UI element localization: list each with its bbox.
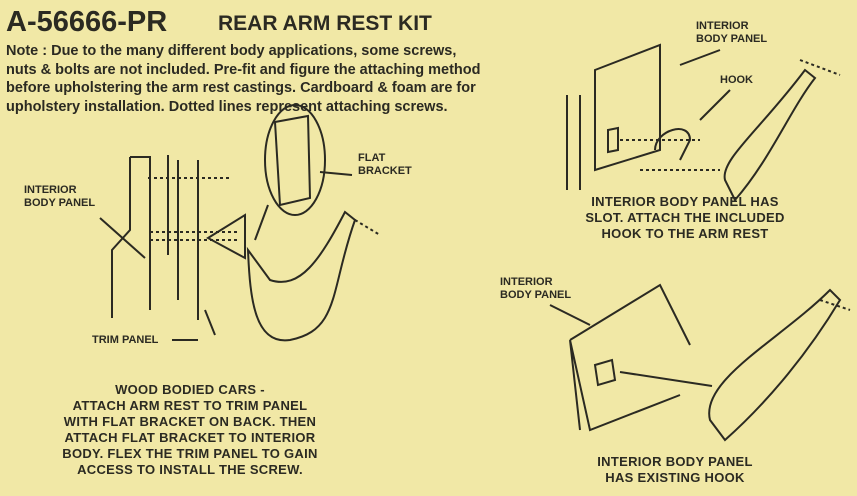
- label-line: BRACKET: [358, 165, 412, 177]
- label-trim-panel: TRIM PANEL: [92, 334, 159, 346]
- caption-line: HAS EXISTING HOOK: [605, 470, 745, 485]
- caption-line: HOOK TO THE ARM REST: [601, 226, 769, 241]
- bottom-right-diagram: [549, 283, 851, 442]
- caption-line: SLOT. ATTACH THE INCLUDED: [585, 210, 785, 225]
- caption-line: BODY. FLEX THE TRIM PANEL TO GAIN: [62, 446, 318, 461]
- caption-line: INTERIOR BODY PANEL: [597, 454, 753, 469]
- note-text: Note : Due to the many different body ap…: [6, 42, 481, 116]
- caption-line: WOOD BODIED CARS -: [115, 382, 265, 397]
- caption-line: WITH FLAT BRACKET ON BACK. THEN: [63, 414, 317, 429]
- caption-line: ATTACH FLAT BRACKET TO INTERIOR: [64, 430, 316, 445]
- caption-line: ACCESS TO INSTALL THE SCREW.: [77, 462, 303, 477]
- note-line: nuts & bolts are not included. Pre-fit a…: [6, 61, 481, 78]
- label-line: INTERIOR: [24, 184, 77, 196]
- label-hook: HOOK: [720, 74, 753, 86]
- note-line: upholstery installation. Dotted lines re…: [6, 98, 448, 115]
- label-line: FLAT: [358, 152, 386, 164]
- caption-line: ATTACH ARM REST TO TRIM PANEL: [72, 398, 308, 413]
- note-line: Note : Due to the many different body ap…: [6, 43, 457, 59]
- caption-line: INTERIOR BODY PANEL HAS: [591, 194, 779, 209]
- label-line: BODY PANEL: [500, 289, 572, 301]
- label-line: BODY PANEL: [696, 33, 768, 45]
- label-line: BODY PANEL: [24, 197, 96, 209]
- note-line: before upholstering the arm rest casting…: [6, 80, 476, 96]
- label-line: INTERIOR: [500, 276, 553, 288]
- top-right-diagram: [566, 43, 841, 202]
- left-diagram: [99, 104, 381, 342]
- kit-title: REAR ARM REST KIT: [218, 12, 432, 35]
- caption-left: WOOD BODIED CARS -ATTACH ARM REST TO TRI…: [40, 382, 340, 478]
- part-number: A-56666-PR: [6, 6, 168, 38]
- label-line: INTERIOR: [696, 20, 749, 32]
